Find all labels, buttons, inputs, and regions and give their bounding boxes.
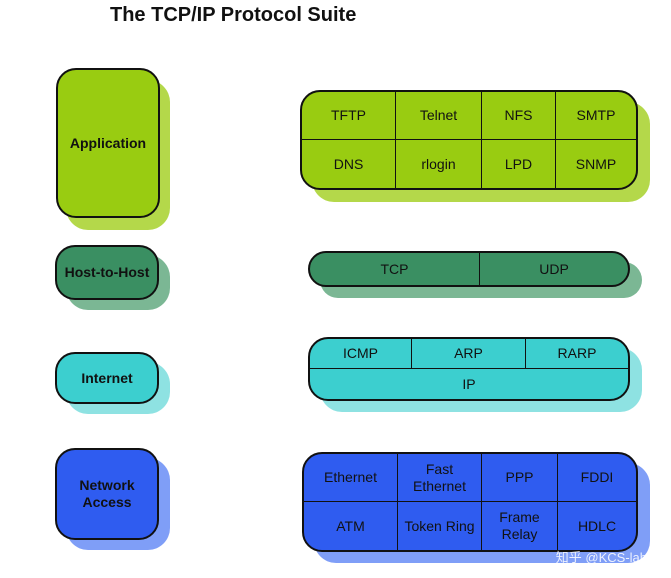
protocol-token-ring: Token Ring <box>398 502 482 550</box>
internet-layer-label: Internet <box>81 369 133 386</box>
protocol-nfs: NFS <box>482 92 556 140</box>
network-access-layer-label: Network Access <box>79 477 135 510</box>
internet-protocols-box: ICMP ARP RARP IP <box>308 337 630 401</box>
application-layer-label: Application <box>69 134 147 151</box>
protocol-ppp: PPP <box>482 454 558 502</box>
internet-layer-box: Internet <box>55 352 159 404</box>
protocol-rlogin: rlogin <box>396 140 482 188</box>
protocol-snmp: SNMP <box>575 155 617 172</box>
protocol-frame-relay: Frame Relay <box>482 502 558 550</box>
protocol-ip: IP <box>462 375 476 392</box>
protocol-fast-ethernet: Fast Ethernet <box>398 454 482 502</box>
application-layer-box: Application <box>56 68 160 218</box>
host-to-host-layer-label: Host-to-Host <box>64 264 150 280</box>
protocol-icmp: ICMP <box>310 339 412 369</box>
protocol-hdlc: HDLC <box>577 517 617 534</box>
protocol-lpd: LPD <box>482 140 556 188</box>
watermark: 知乎 @KCS-lab <box>555 550 647 565</box>
network-access-layer-box: Network Access <box>55 448 159 540</box>
protocol-rarp: RARP <box>526 339 628 369</box>
protocol-dns: DNS <box>302 140 396 188</box>
protocol-udp: UDP <box>539 260 569 277</box>
diagram-title: The TCP/IP Protocol Suite <box>110 4 357 26</box>
protocol-tcp: TCP <box>310 253 480 285</box>
application-protocols-box: TFTP Telnet NFS SMTP DNS rlogin LPD SNMP <box>300 90 638 190</box>
protocol-telnet: Telnet <box>396 92 482 140</box>
network-access-protocols-box: Ethernet Fast Ethernet PPP FDDI ATM Toke… <box>302 452 638 552</box>
protocol-fddi: FDDI <box>558 454 636 502</box>
host-to-host-layer-box: Host-to-Host <box>55 245 159 300</box>
protocol-ethernet: Ethernet <box>304 454 398 502</box>
protocol-tftp: TFTP <box>302 92 396 140</box>
protocol-smtp: SMTP <box>556 92 636 140</box>
host-to-host-protocols-box: TCP UDP <box>308 251 630 287</box>
protocol-arp: ARP <box>412 339 526 369</box>
protocol-atm: ATM <box>304 502 398 550</box>
